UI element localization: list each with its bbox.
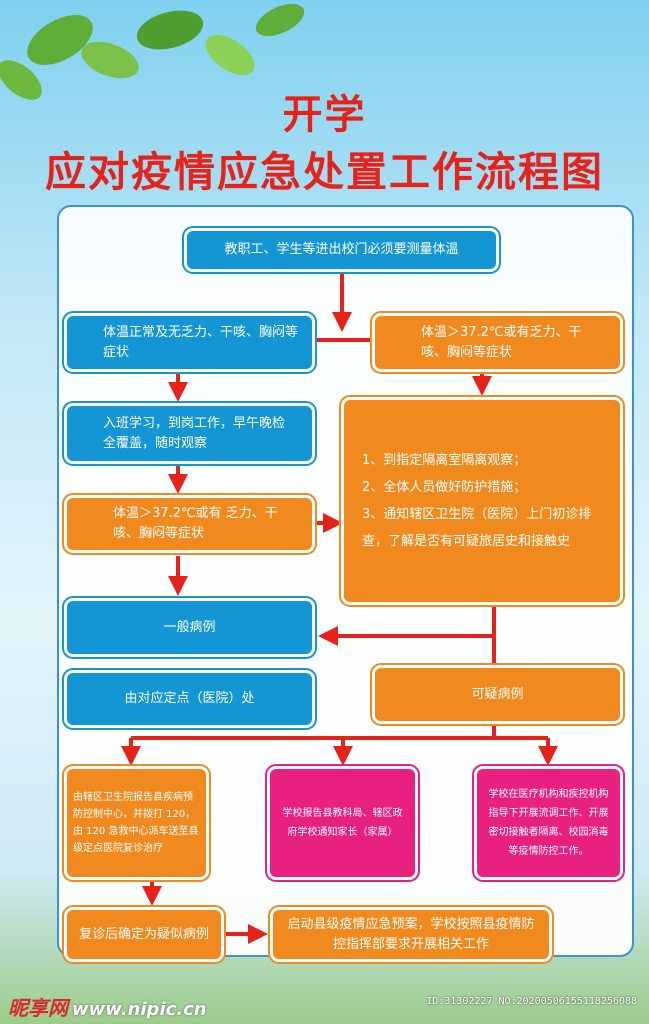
node-suspected-case: 可疑病例 bbox=[372, 665, 623, 724]
node-designated-hospital: 由对应定点（医院）处 bbox=[64, 670, 315, 728]
node-report-cdc: 由辖区卫生院报告县疾病预防控制中心，并拨打 120，由 120 急救中心派车送至… bbox=[64, 766, 209, 880]
leaves-decoration bbox=[0, 3, 305, 100]
node-abnormal: 体温＞37.2℃或有乏力、干咳、胸闷等症状 bbox=[372, 313, 623, 372]
node-later-abnormal: 体温＞37.2℃或有 乏力、干咳、胸闷等症状 bbox=[64, 495, 315, 553]
node-county-plan: 启动县级疫情应急预案，学校按照县疫情防控指挥部要求开展相关工作 bbox=[270, 907, 552, 962]
isolation-step-2: 2、全体人员做好防护措施； bbox=[362, 480, 527, 495]
node-attend-class: 入班学习，到岗工作，早午晚检全覆盖，随时观察 bbox=[64, 403, 315, 464]
footer-url: www.nipic.cn bbox=[72, 999, 207, 1020]
node-entry-temperature: 教职工、学生等进出校门必须要测量体温 bbox=[184, 228, 499, 272]
node-confirmed-suspect: 复诊后确定为疑似病例 bbox=[64, 907, 224, 962]
page-title-line2: 应对疫情应急处置工作流程图 bbox=[45, 148, 604, 196]
node-general-case: 一般病例 bbox=[64, 598, 315, 657]
isolation-step-3: 3、通知辖区卫生院（医院）上门初诊排查，了解是否有可疑旅居史和接触史 bbox=[362, 507, 592, 549]
node-isolation: 1、到指定隔离室隔离观察； 2、全体人员做好防护措施； 3、通知辖区卫生院（医院… bbox=[341, 397, 623, 605]
node-normal: 体温正常及无乏力、干咳、胸闷等症状 bbox=[64, 313, 315, 372]
isolation-step-1: 1、到指定隔离室隔离观察； bbox=[362, 453, 527, 468]
footer-id: ID:31302227 NO:20200506155118256088 bbox=[426, 996, 637, 1007]
node-school-guidance: 学校在医疗机构和疾控机构指导下开展流调工作、开展密切接触者隔离、校园消毒等疫情防… bbox=[474, 766, 623, 880]
page-title-line1: 开学 bbox=[282, 92, 367, 138]
node-report-edu: 学校报告县教科局、辖区政府学校通知家长（家属） bbox=[267, 766, 418, 880]
